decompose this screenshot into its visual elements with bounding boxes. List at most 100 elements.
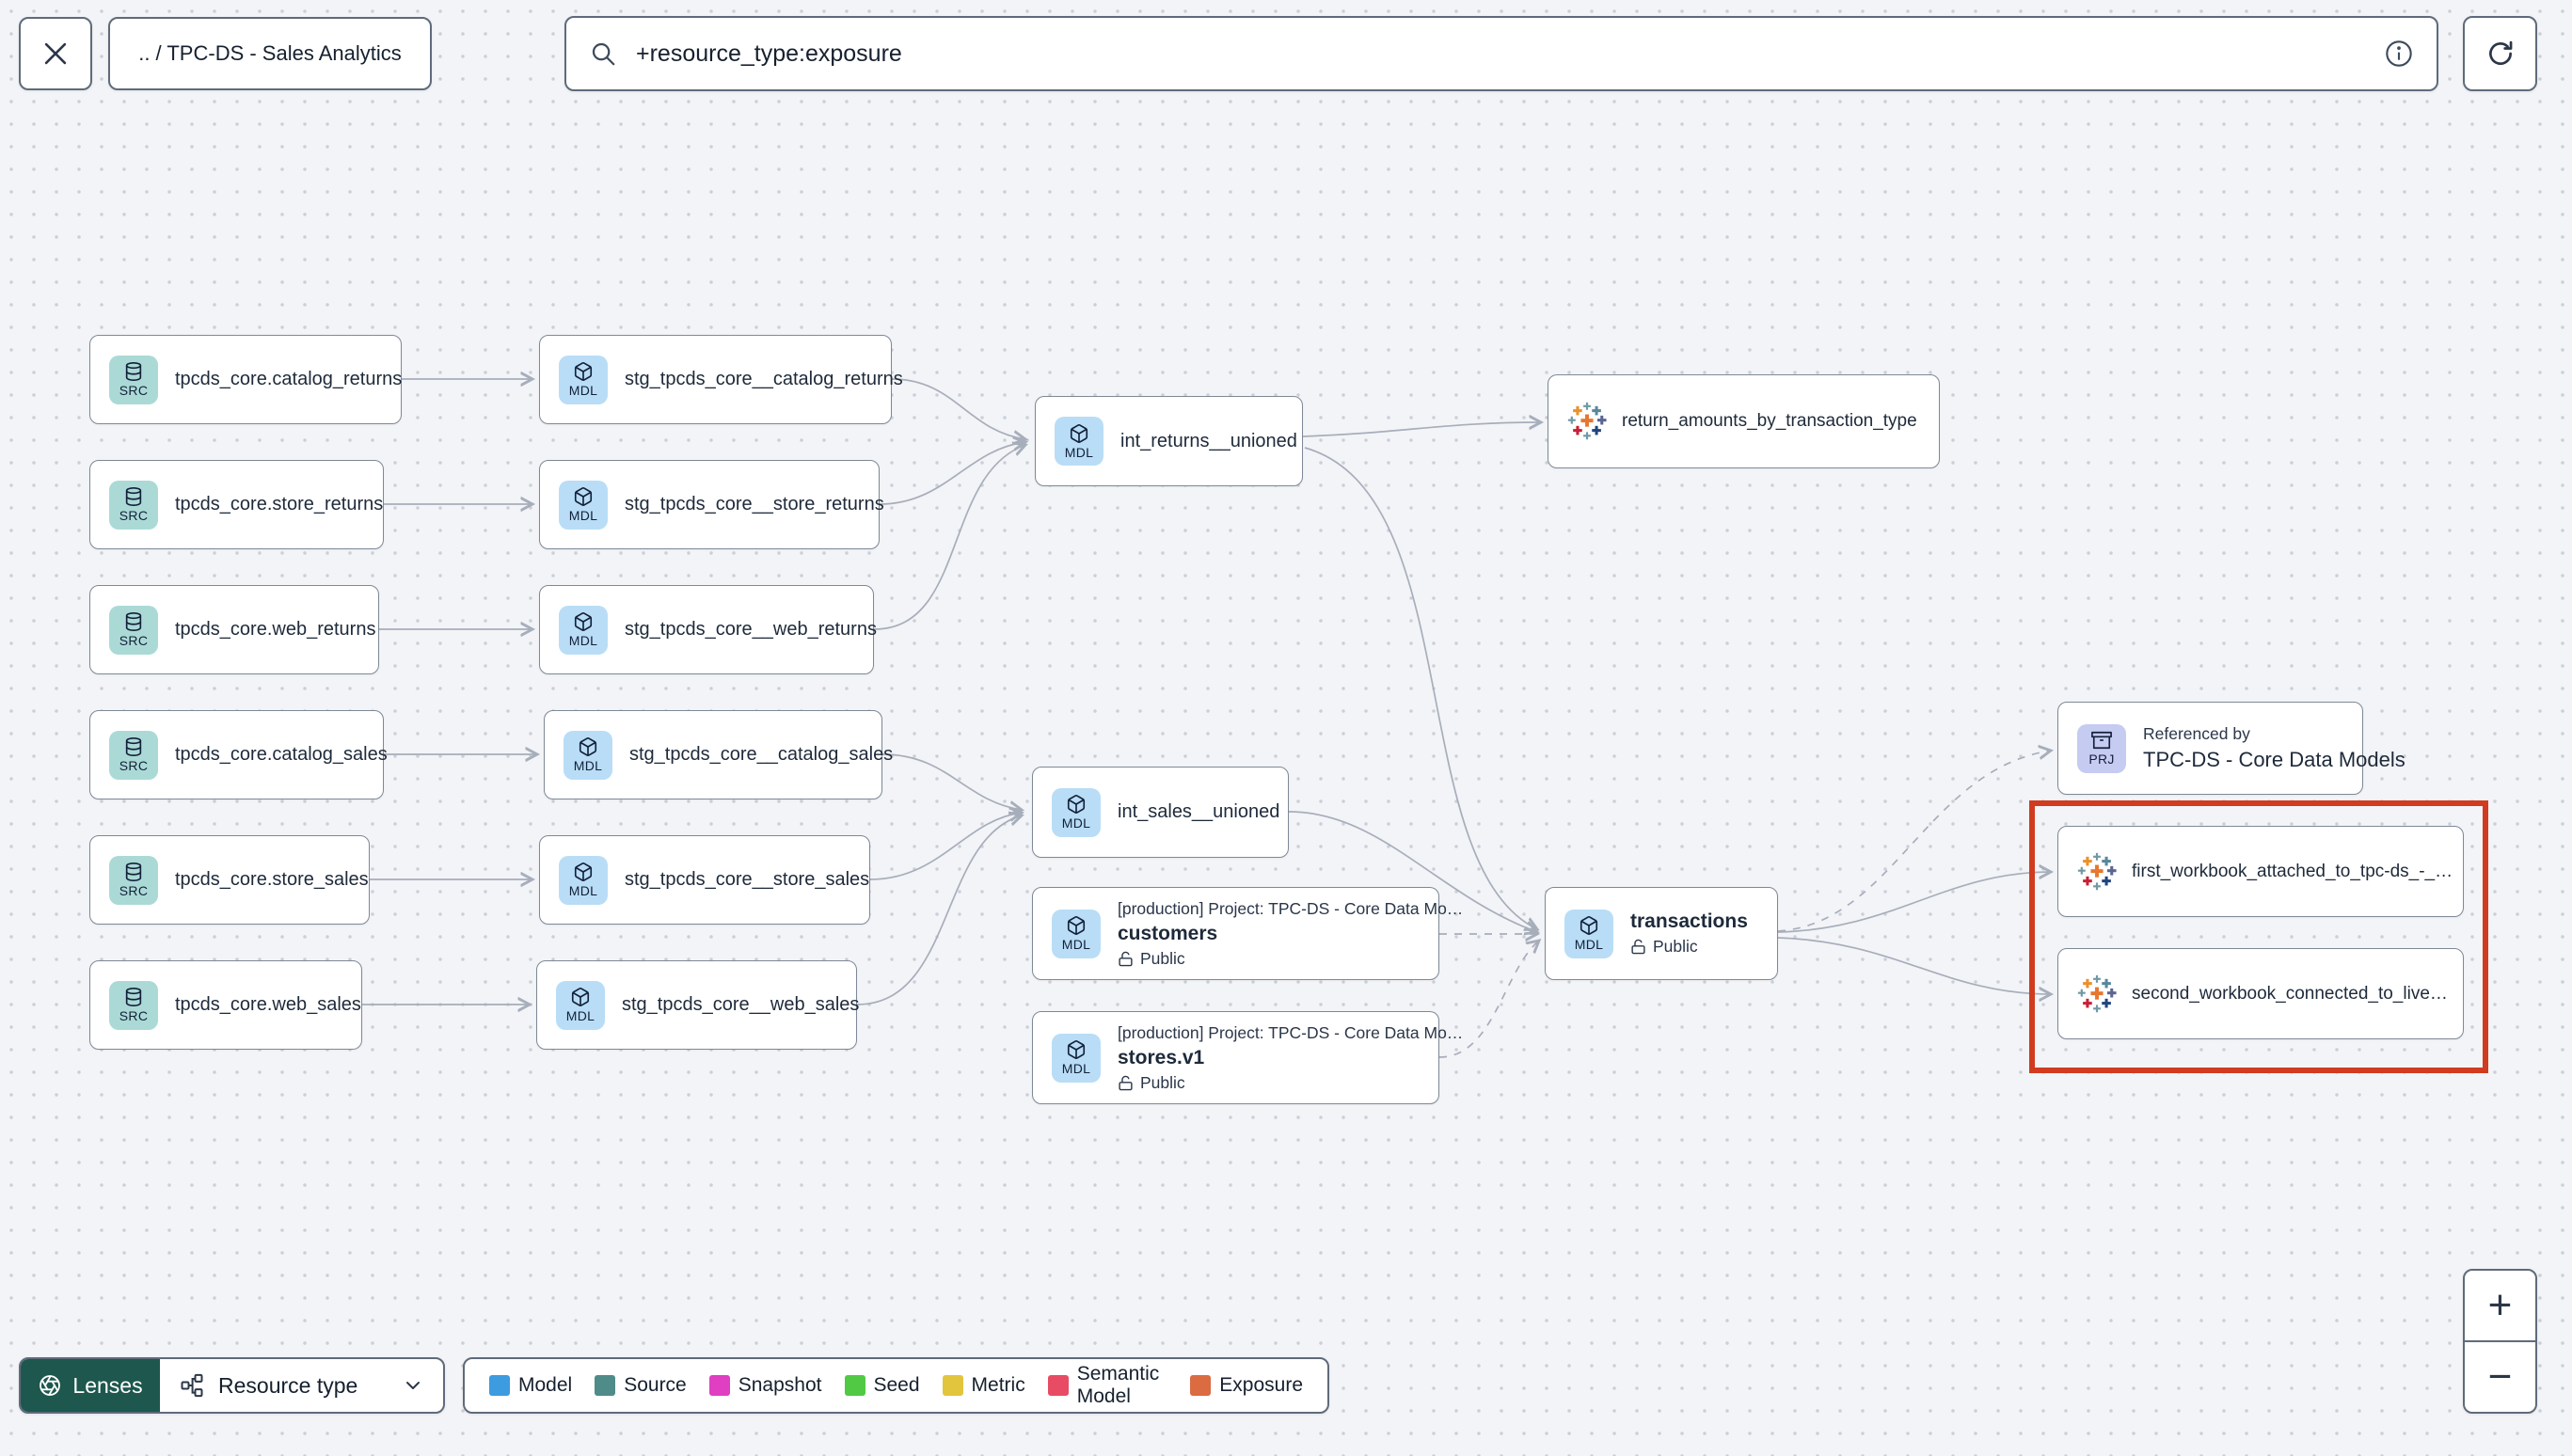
node-model-int-returns-unioned[interactable]: MDL int_returns__unioned xyxy=(1035,396,1303,486)
source-tile: SRC xyxy=(109,355,158,404)
zoom-out-button[interactable]: − xyxy=(2465,1342,2535,1412)
cube-icon xyxy=(573,486,594,507)
node-model-int-sales-unioned[interactable]: MDL int_sales__unioned xyxy=(1032,767,1289,858)
resource-type-icon xyxy=(181,1373,203,1398)
breadcrumb[interactable]: .. / TPC-DS - Sales Analytics xyxy=(108,17,432,90)
lenses-button[interactable]: Lenses xyxy=(21,1359,160,1412)
node-source-catalog-sales[interactable]: SRC tpcds_core.catalog_sales xyxy=(89,710,388,799)
legend-label: Metric xyxy=(971,1374,1025,1396)
legend-item-metric: Metric xyxy=(942,1374,1025,1397)
search-bar xyxy=(564,16,2438,91)
resource-type-dropdown[interactable]: Resource type xyxy=(160,1359,443,1412)
tile-badge: MDL xyxy=(568,883,598,898)
node-text-stack: [production] Project: TPC-DS - Core Data… xyxy=(1118,1022,1464,1093)
model-tile: MDL xyxy=(559,480,608,530)
refresh-button[interactable] xyxy=(2463,16,2537,91)
search-input[interactable] xyxy=(634,39,2384,69)
node-source-store-sales[interactable]: SRC tpcds_core.store_sales xyxy=(89,835,370,925)
edge xyxy=(1302,422,1541,437)
legend-item-snapshot: Snapshot xyxy=(708,1374,822,1397)
legend-item-exposure: Exposure xyxy=(1190,1374,1303,1397)
model-tile: MDL xyxy=(559,355,608,404)
node-label: tpcds_core.store_returns xyxy=(175,494,384,514)
legend-label: Semantic Model xyxy=(1076,1363,1160,1407)
node-visibility: Public xyxy=(1118,949,1420,969)
node-label: stores.v1 xyxy=(1118,1046,1205,1068)
node-project-label: [production] Project: TPC-DS - Core Data… xyxy=(1118,898,1464,918)
node-model-transactions[interactable]: MDL transactions Public xyxy=(1545,887,1778,980)
tile-badge: SRC xyxy=(119,508,149,523)
edge xyxy=(1304,447,1537,929)
legend-label: Source xyxy=(624,1374,687,1396)
node-source-web-sales[interactable]: SRC tpcds_core.web_sales xyxy=(89,960,362,1050)
legend-item-seed: Seed xyxy=(844,1374,920,1397)
model-tile: MDL xyxy=(556,980,605,1030)
resource-type-label: Resource type xyxy=(218,1372,358,1398)
zoom-in-button[interactable]: + xyxy=(2465,1271,2535,1342)
database-icon xyxy=(123,862,144,882)
node-source-web-returns[interactable]: SRC tpcds_core.web_returns xyxy=(89,585,379,674)
tile-badge: MDL xyxy=(565,1008,595,1023)
edge xyxy=(881,753,1022,810)
info-icon[interactable] xyxy=(2384,39,2414,69)
node-text-stack: [production] Project: TPC-DS - Core Data… xyxy=(1118,898,1464,969)
legend-swatch xyxy=(844,1375,865,1396)
tile-badge: MDL xyxy=(1061,815,1091,831)
node-exposure-first-workbook[interactable]: first_workbook_attached_to_tpc-ds_-_… xyxy=(2057,826,2464,917)
node-model-stores-v1[interactable]: MDL [production] Project: TPC-DS - Core … xyxy=(1032,1011,1464,1104)
node-label: tpcds_core.web_returns xyxy=(175,619,376,640)
model-tile: MDL xyxy=(1052,787,1101,837)
node-label: stg_tpcds_core__catalog_returns xyxy=(625,369,903,389)
edge-cross-project xyxy=(1777,751,2051,932)
source-tile: SRC xyxy=(109,730,158,780)
legend-swatch xyxy=(489,1375,510,1396)
node-project-label: [production] Project: TPC-DS - Core Data… xyxy=(1118,1022,1464,1042)
edge xyxy=(856,815,1022,1005)
node-exposure-second-workbook[interactable]: second_workbook_connected_to_live… xyxy=(2057,948,2464,1039)
node-label: tpcds_core.store_sales xyxy=(175,869,369,890)
node-text-stack: Referenced by TPC-DS - Core Data Models xyxy=(2143,724,2405,772)
tile-badge: SRC xyxy=(119,758,149,773)
tableau-icon xyxy=(1567,402,1607,441)
zoom-controls: + − xyxy=(2463,1269,2537,1414)
tile-badge: MDL xyxy=(1061,1061,1091,1076)
edge xyxy=(891,378,1025,439)
cube-icon xyxy=(1579,915,1599,936)
database-icon xyxy=(123,736,144,757)
node-model-stg-store-sales[interactable]: MDL stg_tpcds_core__store_sales xyxy=(539,835,870,925)
tile-badge: MDL xyxy=(1574,937,1604,952)
node-model-stg-catalog-returns[interactable]: MDL stg_tpcds_core__catalog_returns xyxy=(539,335,903,424)
node-source-catalog-returns[interactable]: SRC tpcds_core.catalog_returns xyxy=(89,335,402,424)
source-tile: SRC xyxy=(109,480,158,530)
tile-badge: MDL xyxy=(1064,444,1094,460)
legend-label: Snapshot xyxy=(738,1374,822,1396)
node-visibility: Public xyxy=(1118,1073,1420,1093)
model-tile: MDL xyxy=(559,605,608,655)
referenced-by-title: Referenced by xyxy=(2143,724,2250,743)
close-button[interactable] xyxy=(19,17,92,90)
node-model-stg-catalog-sales[interactable]: MDL stg_tpcds_core__catalog_sales xyxy=(544,710,893,799)
node-model-stg-store-returns[interactable]: MDL stg_tpcds_core__store_returns xyxy=(539,460,884,549)
tile-badge: MDL xyxy=(568,633,598,648)
unlock-icon xyxy=(1118,951,1134,967)
node-model-customers[interactable]: MDL [production] Project: TPC-DS - Core … xyxy=(1032,887,1464,980)
node-label: tpcds_core.catalog_returns xyxy=(175,369,403,389)
lenses-aperture-icon xyxy=(40,1375,61,1396)
tableau-icon xyxy=(2077,852,2117,892)
node-referenced-by-project[interactable]: PRJ Referenced by TPC-DS - Core Data Mod… xyxy=(2057,702,2405,795)
node-source-store-returns[interactable]: SRC tpcds_core.store_returns xyxy=(89,460,384,549)
source-tile: SRC xyxy=(109,980,158,1030)
node-exposure-return-amounts[interactable]: return_amounts_by_transaction_type xyxy=(1548,374,1940,468)
node-label: int_sales__unioned xyxy=(1118,801,1280,822)
node-model-stg-web-returns[interactable]: MDL stg_tpcds_core__web_returns xyxy=(539,585,877,674)
node-label: tpcds_core.catalog_sales xyxy=(175,744,388,765)
resource-legend: Model Source Snapshot Seed Metric Semant… xyxy=(463,1357,1329,1414)
tile-badge: PRJ xyxy=(2088,752,2115,767)
edge xyxy=(869,813,1022,880)
breadcrumb-label: .. / TPC-DS - Sales Analytics xyxy=(138,41,402,65)
unlock-icon xyxy=(1630,939,1646,955)
visibility-label: Public xyxy=(1653,937,1698,956)
node-model-stg-web-sales[interactable]: MDL stg_tpcds_core__web_sales xyxy=(536,960,859,1050)
database-icon xyxy=(123,486,144,507)
node-label: stg_tpcds_core__web_returns xyxy=(625,619,877,640)
